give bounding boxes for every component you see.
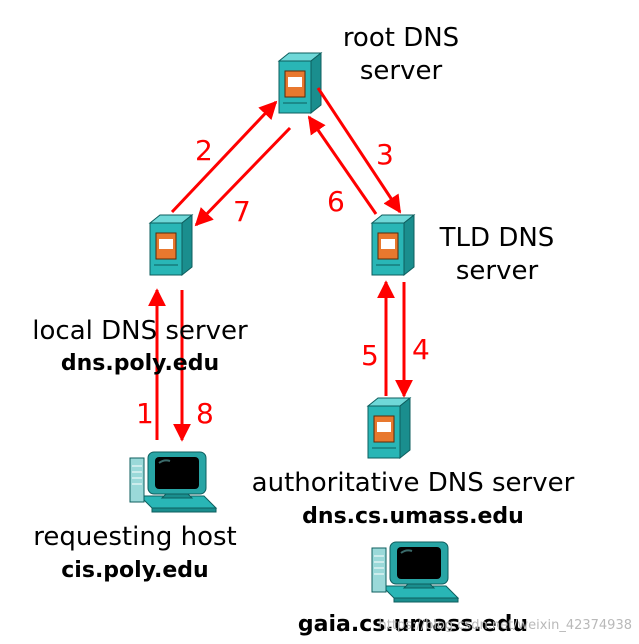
root-server-icon	[278, 52, 322, 114]
tld-server-subtitle: server	[456, 256, 539, 286]
local-server-host: dns.poly.edu	[61, 351, 219, 376]
authoritative-server-label: authoritative DNS server	[252, 468, 575, 498]
root-server-title: root DNS	[343, 23, 459, 53]
target-host-name: gaia.cs.umass.edu	[298, 612, 528, 637]
requesting-host-name: cis.poly.edu	[61, 558, 208, 583]
step-label-8: 8	[196, 397, 214, 430]
arrow-step-3	[316, 87, 402, 214]
arrow-step-7	[194, 126, 292, 227]
root-server-subtitle: server	[360, 56, 443, 86]
local-server-label: local DNS server	[32, 316, 248, 346]
step-label-7: 7	[233, 195, 251, 228]
step-label-1: 1	[136, 397, 154, 430]
arrow-step-6	[307, 115, 378, 215]
requesting-host-computer-icon	[129, 451, 217, 513]
step-label-3: 3	[376, 138, 394, 171]
authoritative-server-host: dns.cs.umass.edu	[302, 504, 524, 529]
step-label-2: 2	[195, 134, 213, 167]
local-server-icon	[149, 214, 193, 276]
tld-server-title: TLD DNS	[439, 223, 555, 253]
authoritative-server-icon	[367, 397, 411, 459]
target-host-computer-icon	[371, 541, 459, 603]
step-label-4: 4	[412, 333, 430, 366]
tld-server-icon	[371, 214, 415, 276]
watermark-text: https://blog.csdn.net/weixin_42374938	[378, 618, 632, 633]
arrow-step-2	[170, 100, 278, 214]
step-label-6: 6	[327, 185, 345, 218]
requesting-host-label: requesting host	[33, 522, 236, 552]
step-label-5: 5	[361, 339, 379, 372]
